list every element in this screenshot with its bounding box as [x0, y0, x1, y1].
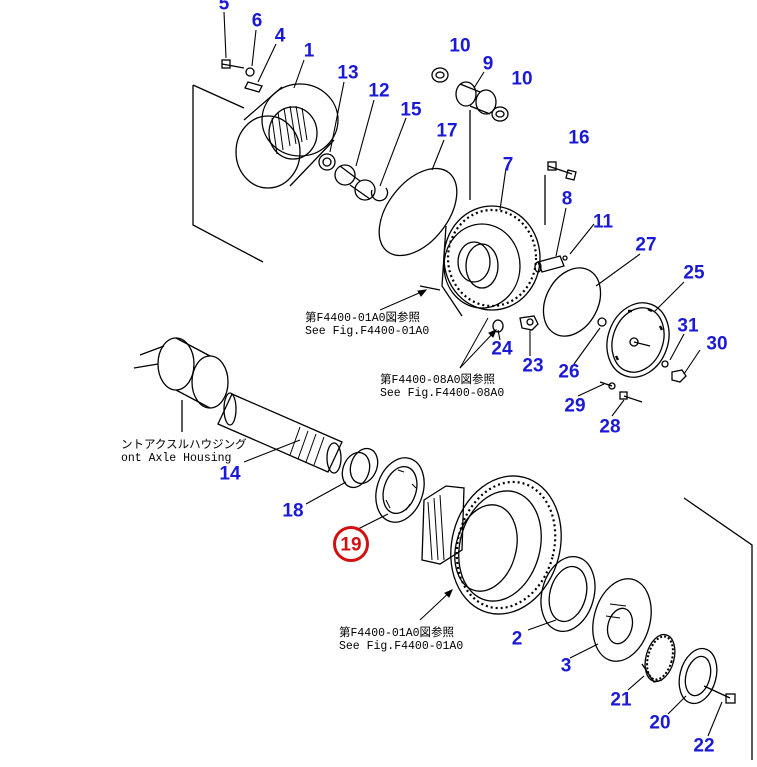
part-20-retainer [678, 647, 736, 705]
reference-leaders [379, 289, 497, 621]
callout-8: 8 [561, 188, 573, 210]
callout-6: 6 [251, 10, 263, 32]
callout-4: 4 [274, 25, 286, 47]
reference-note-en: See Fig.F4400-01A0 [339, 640, 464, 653]
callout-30: 30 [706, 333, 728, 355]
callout-12: 12 [368, 80, 390, 102]
part-3-plate [592, 578, 652, 662]
callout-16: 16 [568, 127, 590, 149]
reference-note-01a0-top: 第F4400-01A0図参照 See Fig.F4400-01A0 [305, 312, 429, 338]
callout-10-lower: 10 [511, 68, 533, 90]
callout-10-upper: 10 [449, 35, 471, 57]
callout-11: 11 [592, 211, 614, 233]
callout-23: 23 [522, 355, 544, 377]
callout-19: 19 [340, 534, 362, 556]
callout-9: 9 [482, 53, 494, 75]
part-19-bearing [375, 457, 425, 523]
callout-17: 17 [436, 120, 458, 142]
callout-18: 18 [282, 500, 304, 522]
callout-22: 22 [693, 735, 715, 757]
part-1-bearing-cup [235, 83, 339, 189]
part-21-lock [641, 633, 676, 683]
callout-5: 5 [218, 0, 230, 15]
callout-24: 24 [491, 338, 513, 360]
part-25-cover [606, 302, 670, 378]
parts-4-5-6 [221, 59, 263, 93]
part-7-carrier [441, 205, 541, 317]
reference-note-jp: 第F4400-01A0図参照 [305, 312, 421, 325]
part-27-o-ring [542, 267, 602, 337]
part-16-bolt [544, 161, 577, 225]
housing-label-jp: ントアクスルハウジング [121, 439, 247, 452]
callout-26: 26 [558, 361, 580, 383]
part-14-axle-shaft [217, 392, 343, 474]
callout-2: 2 [511, 628, 523, 650]
callout-3: 3 [560, 655, 572, 677]
callout-29: 29 [564, 395, 586, 417]
housing-label: ントアクスルハウジング ont Axle Housing [121, 439, 247, 465]
front-axle-housing [133, 337, 229, 432]
callout-31: 31 [677, 315, 699, 337]
callout-27: 27 [635, 234, 657, 256]
parts-9-10 [431, 67, 509, 200]
callout-1: 1 [303, 40, 315, 62]
callout-7: 7 [502, 154, 514, 176]
frame-lines [192, 84, 753, 760]
callout-19-highlight-ring [333, 526, 369, 562]
reference-note-jp: 第F4400-08A0図参照 [380, 374, 496, 387]
main-hub [421, 475, 562, 615]
reference-note-en: See Fig.F4400-08A0 [380, 387, 505, 400]
reference-note-jp: 第F4400-01A0図参照 [339, 627, 455, 640]
part-17-o-ring [378, 167, 458, 257]
parts-12-13-15 [318, 153, 389, 202]
reference-note-01a0-bottom: 第F4400-01A0図参照 See Fig.F4400-01A0 [339, 627, 463, 653]
callout-21: 21 [610, 689, 632, 711]
callout-14: 14 [219, 463, 241, 485]
leader-lines [223, 11, 723, 737]
callout-20: 20 [649, 712, 671, 734]
part-18-ring [341, 447, 379, 489]
callout-28: 28 [599, 416, 621, 438]
housing-label-en: ont Axle Housing [121, 452, 232, 465]
part-2-bearing [540, 556, 596, 632]
callout-13: 13 [337, 62, 359, 84]
parts-8-11 [534, 255, 568, 273]
reference-note-08a0: 第F4400-08A0図参照 See Fig.F4400-08A0 [380, 374, 504, 400]
small-fasteners [419, 285, 687, 403]
callout-15: 15 [400, 99, 422, 121]
callout-25: 25 [683, 262, 705, 284]
reference-note-en: See Fig.F4400-01A0 [305, 325, 430, 338]
